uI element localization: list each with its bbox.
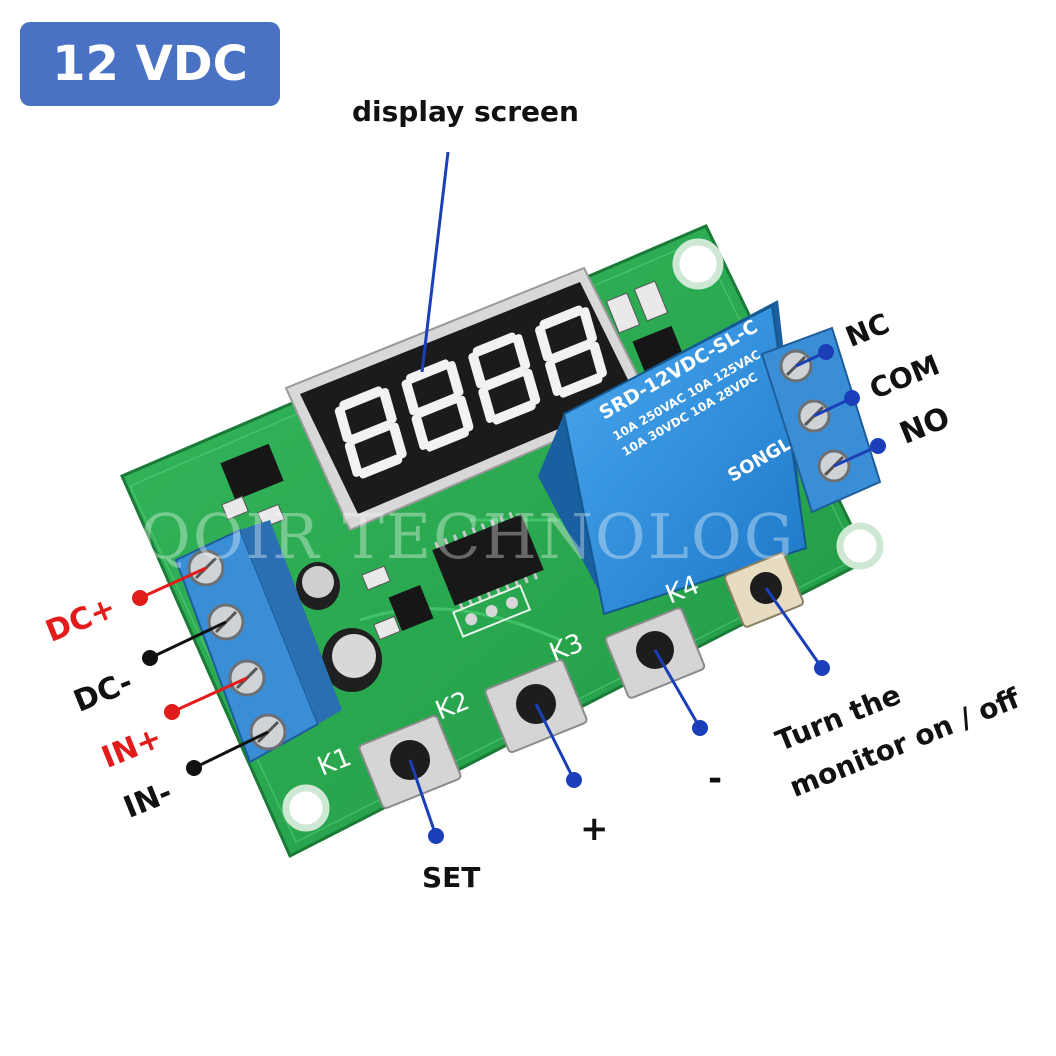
plus-pointer — [534, 703, 576, 781]
dc-plus-pointer — [139, 566, 207, 600]
monitor-pointer — [764, 587, 824, 669]
voltage-badge: 12 VDC — [20, 22, 280, 106]
mounting-hole — [836, 522, 884, 570]
set-dot — [428, 828, 444, 844]
display-screen-label: display screen — [352, 95, 579, 128]
monitor-dot — [814, 660, 830, 676]
pin-header — [452, 584, 532, 638]
digit — [401, 359, 474, 452]
no-pointer — [833, 444, 879, 468]
in-minus-pointer — [193, 730, 269, 770]
in-minus-dot — [186, 760, 202, 776]
mounting-hole — [672, 238, 724, 290]
capacitor — [322, 628, 382, 692]
display-digits — [334, 305, 607, 479]
watermark: QOIR TECHNOLOG — [140, 500, 795, 573]
mounting-hole — [282, 784, 330, 832]
set-pointer — [408, 759, 438, 837]
minus-pointer — [653, 649, 702, 729]
no-dot — [870, 438, 886, 454]
dc-minus-dot — [142, 650, 158, 666]
set-label: SET — [422, 861, 481, 894]
nc-dot — [818, 344, 834, 360]
minus-dot — [692, 720, 708, 736]
digit — [468, 332, 541, 425]
com-dot — [844, 390, 860, 406]
minus-label: - — [708, 759, 723, 799]
plus-dot — [566, 772, 582, 788]
in-plus-pointer — [171, 676, 248, 714]
plus-label: + — [580, 809, 609, 849]
dc-plus-dot — [132, 590, 148, 606]
pointer-dots — [132, 344, 886, 844]
seven-segment-display — [284, 266, 652, 532]
capacitor — [296, 562, 340, 610]
mounting-holes — [282, 238, 884, 832]
voltage-badge-text: 12 VDC — [52, 36, 248, 92]
digit — [334, 386, 407, 479]
in-plus-dot — [164, 704, 180, 720]
digit — [535, 305, 607, 398]
dc-minus-pointer — [149, 620, 227, 660]
display-pointer — [420, 151, 450, 373]
ic-chip — [432, 511, 544, 610]
